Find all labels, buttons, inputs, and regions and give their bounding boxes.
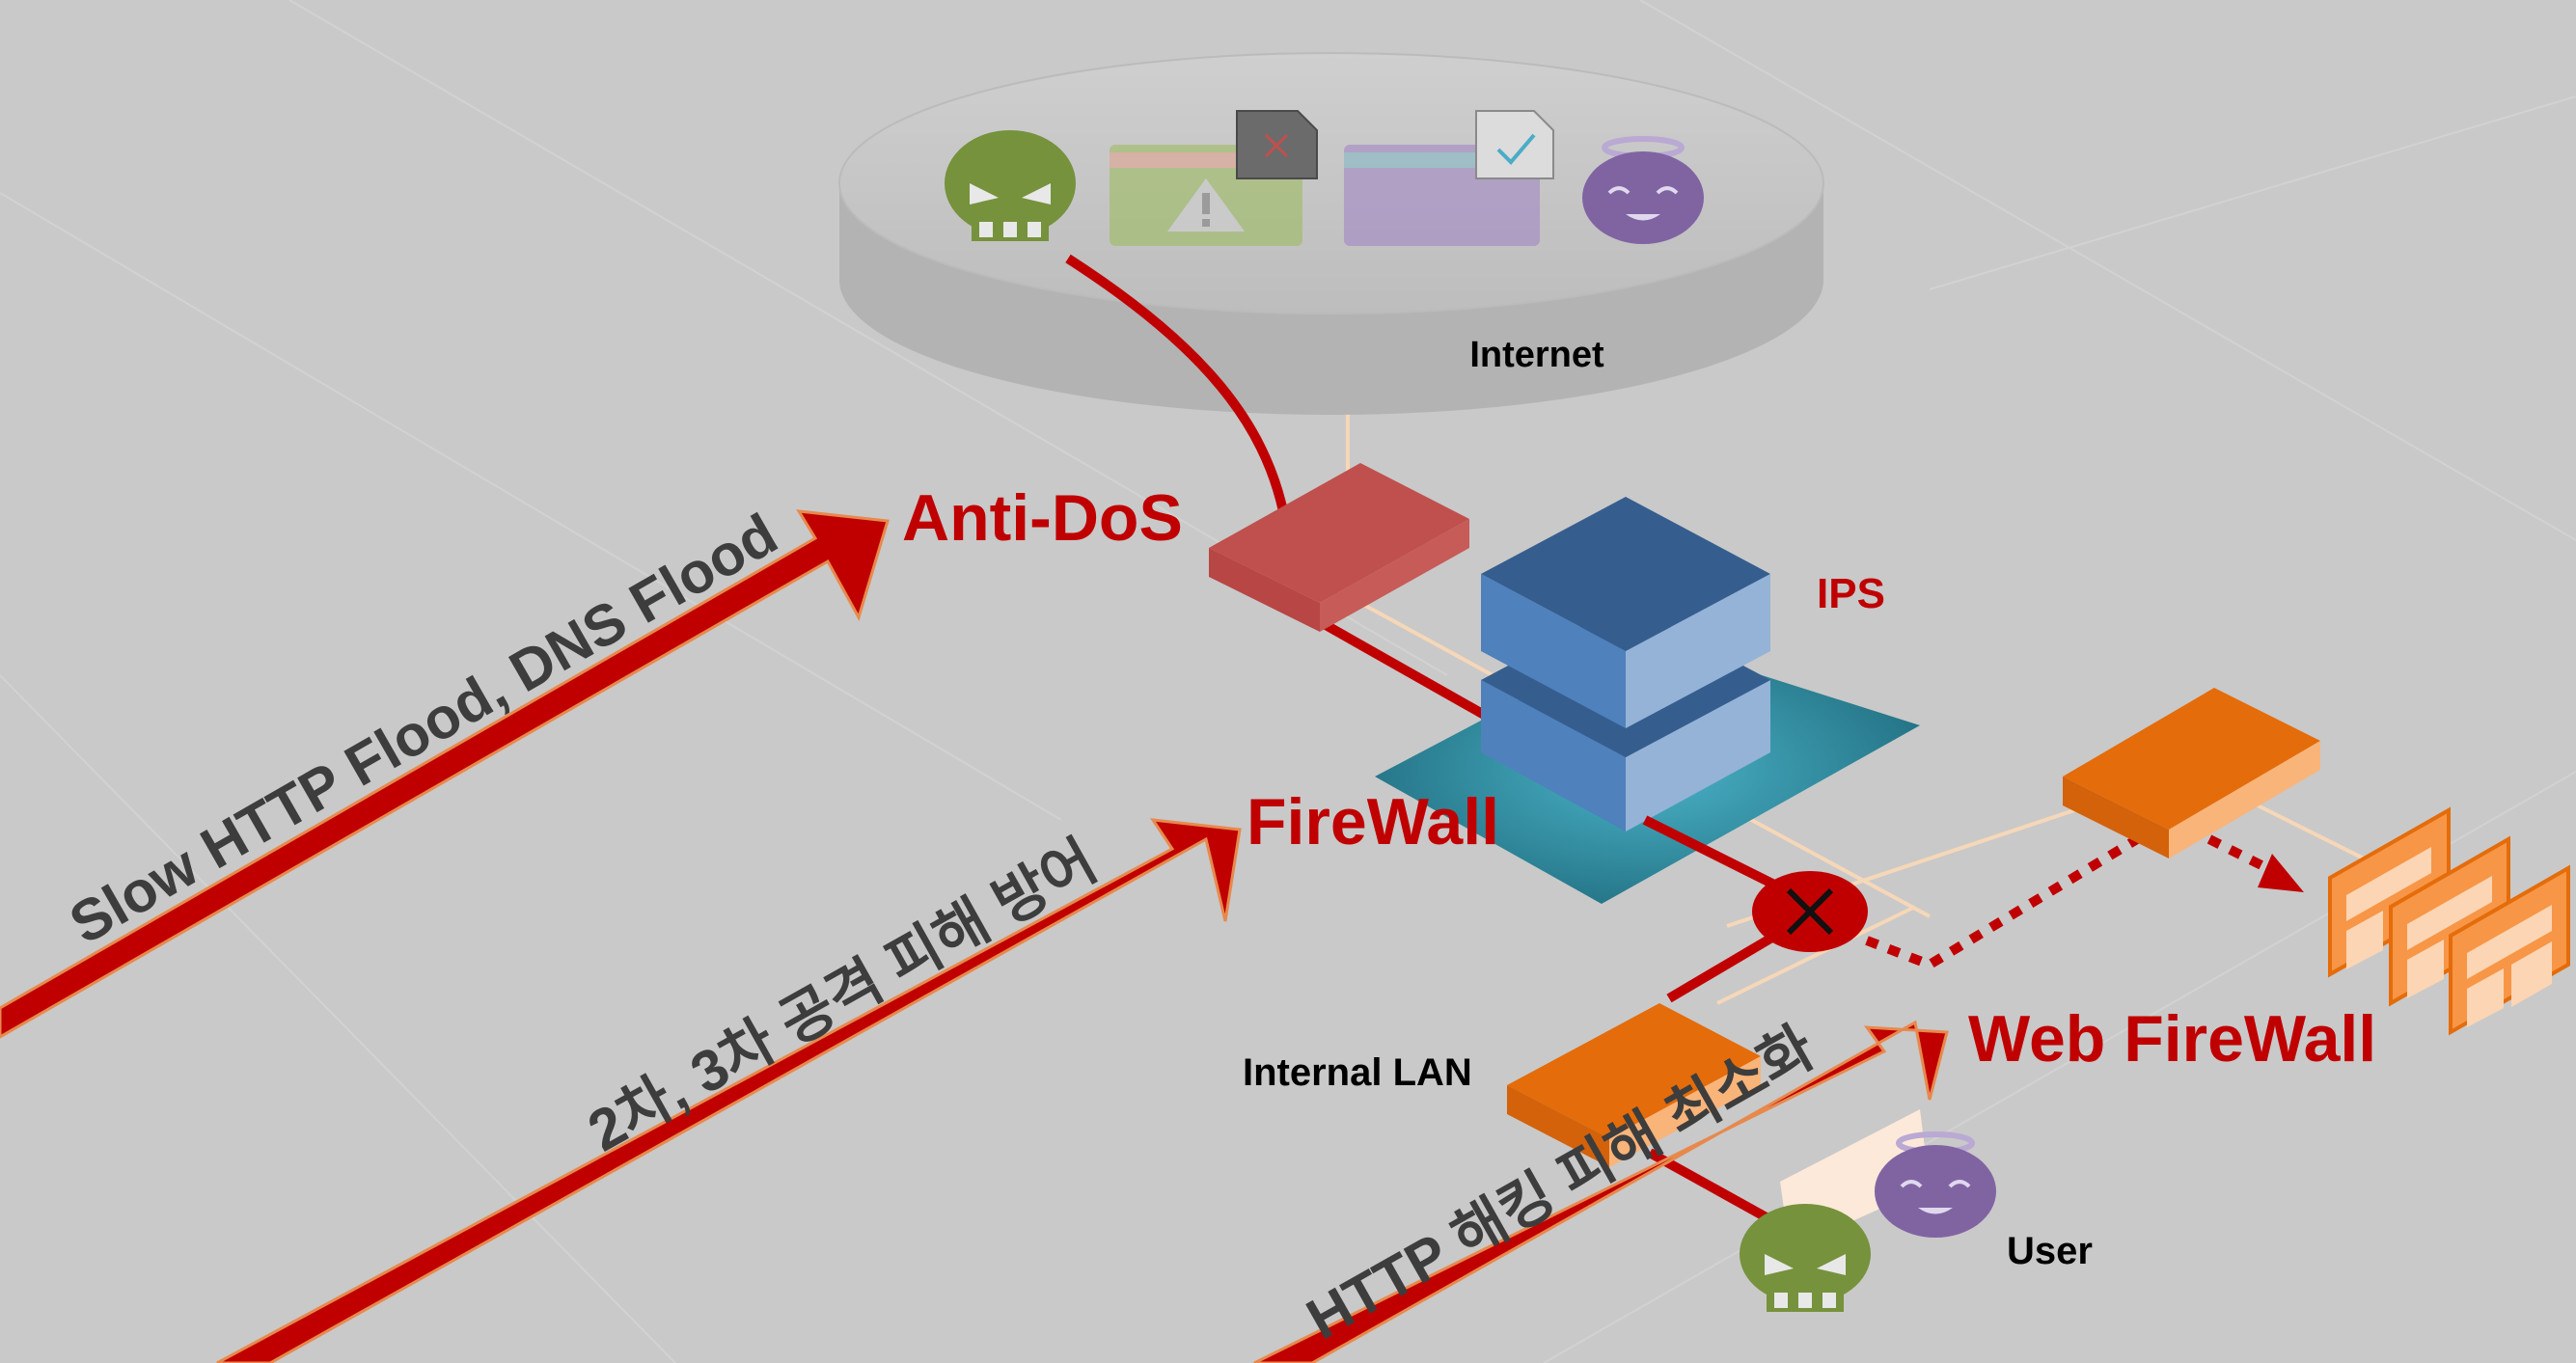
internal-lan-switch	[1507, 1003, 1761, 1167]
arrow-label-1: Slow HTTP Flood, DNS Flood	[59, 502, 787, 957]
ips-label: IPS	[1817, 570, 1885, 617]
blocked-x-icon	[1752, 871, 1868, 952]
web-page-icon	[2449, 864, 2570, 1036]
arrow-firewall	[216, 818, 1242, 1363]
arrow-web-firewall	[1253, 1020, 1949, 1363]
attack-path-line-5	[1647, 1148, 1783, 1230]
blocked-file-icon	[1236, 110, 1318, 179]
attack-path-line-4	[1666, 931, 1778, 1003]
anti-dos-device	[1209, 463, 1469, 632]
internal-lan-label: Internal LAN	[1243, 1051, 1472, 1094]
skull-icon	[1740, 1204, 1871, 1312]
attack-path-line-2	[1309, 613, 1489, 721]
internet-label: Internet	[1469, 335, 1604, 375]
filtered-traffic-arrowhead	[2258, 854, 2304, 892]
filtered-traffic-line	[1865, 834, 2140, 970]
approved-file-icon	[1475, 110, 1554, 179]
arrow-label-2: 2차, 3차 공격 피해 방어	[578, 828, 1108, 1163]
angel-icon	[1582, 136, 1704, 244]
ips-device	[1481, 497, 1770, 831]
arrow-anti-dos	[0, 509, 890, 1039]
anti-dos-label: Anti-DoS	[902, 481, 1183, 555]
user-label: User	[2007, 1230, 2093, 1272]
web-firewall-device	[2063, 688, 2320, 859]
attack-path-line-3	[1642, 815, 1793, 897]
internet-cloud: Internet	[838, 52, 1824, 415]
skull-icon	[945, 130, 1076, 241]
firewall-label: FireWall	[1247, 785, 1499, 859]
attack-path-line	[1065, 254, 1288, 513]
web-firewall-label: Web FireWall	[1968, 1002, 2376, 1076]
angel-icon	[1875, 1131, 1996, 1238]
